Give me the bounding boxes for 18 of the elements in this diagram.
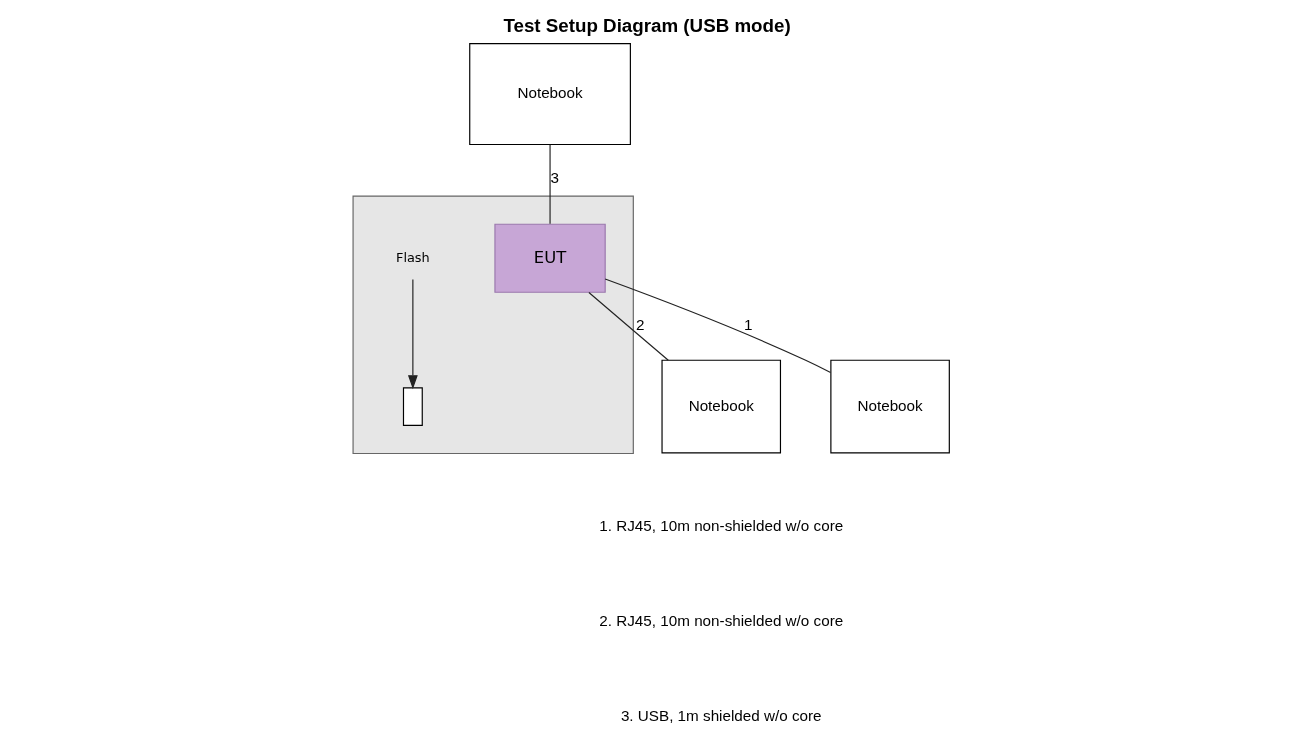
connector (604, 278, 832, 374)
edge-label: 1 (743, 316, 753, 334)
diagram-title: Test Setup Diagram (USB mode) (503, 14, 791, 36)
label: 3. USB, 1m shielded w/o core (620, 706, 822, 724)
node-text: Flash (396, 249, 430, 265)
node-box: Notebook (661, 359, 782, 454)
connector (549, 144, 551, 225)
node-box: Notebook (469, 43, 631, 146)
node-box: Notebook (830, 359, 950, 454)
edge-label: 2 (636, 316, 645, 334)
arrow (407, 278, 418, 390)
label: 2. RJ45, 10m non-shielded w/o core (599, 611, 844, 629)
connector (588, 291, 669, 361)
label: 1. RJ45, 10m non-shielded w/o core (599, 516, 844, 534)
cluster (352, 195, 634, 455)
node-box: EUT (494, 223, 606, 293)
node-box (402, 387, 423, 426)
edge-label: 3 (550, 168, 559, 186)
